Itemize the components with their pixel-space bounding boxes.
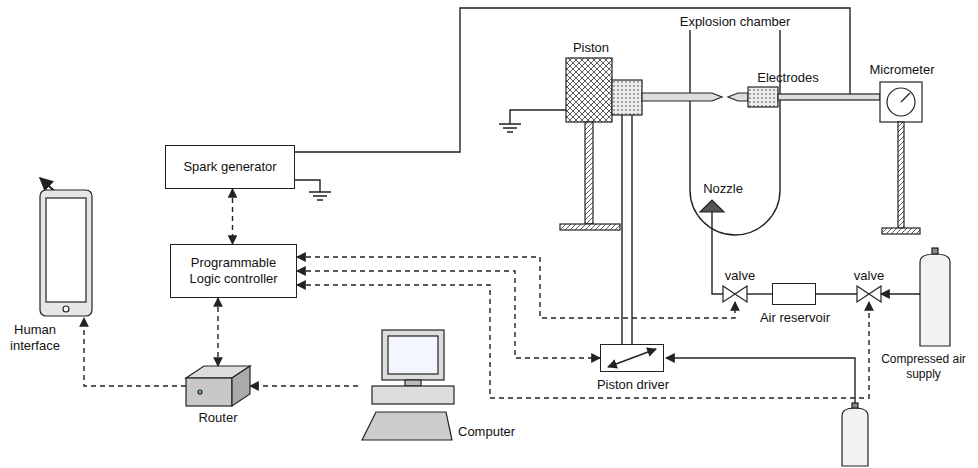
- air-line: [816, 293, 857, 294]
- signal-line: [297, 285, 869, 398]
- gas-cylinder: [842, 408, 868, 466]
- cylinder-neck: [852, 403, 858, 408]
- tablet-button: [63, 306, 69, 312]
- monitor: [382, 330, 444, 380]
- monitor-stand: [405, 380, 421, 386]
- node-label: Spark generator: [183, 159, 276, 175]
- air-line: [881, 293, 920, 294]
- part-label: Nozzle: [700, 181, 746, 197]
- valve-node: valve: [723, 286, 747, 302]
- explosion-chamber: [690, 30, 780, 235]
- part-label: Piston: [565, 40, 617, 56]
- signal-line: [297, 257, 735, 318]
- cylinder-neck: [932, 248, 938, 254]
- node-label: Piston driver: [583, 377, 683, 393]
- stand-base: [882, 228, 920, 234]
- node-label: Router: [188, 410, 248, 426]
- cylinder-node: Compressed air supply: [920, 248, 950, 346]
- electrode-holder: [748, 87, 778, 107]
- air-line: [747, 293, 772, 294]
- electrode-rod: [778, 94, 880, 100]
- driver-symbol: [608, 349, 656, 367]
- piston-drive-line: [621, 115, 622, 344]
- node-label: Air reservoir: [745, 310, 845, 326]
- computer-case: [372, 386, 454, 404]
- nozzle-pipe: [712, 212, 723, 294]
- signal-line: [250, 385, 358, 386]
- tablet: [40, 190, 92, 316]
- node-label: Human interface: [2, 322, 68, 355]
- ground-symbol: [499, 124, 521, 132]
- node-label: Programmable Logic controller: [179, 255, 288, 288]
- nozzle: [700, 200, 724, 212]
- router-node: Router: [186, 366, 250, 406]
- ground-wire: [295, 180, 320, 192]
- piston: [566, 58, 612, 122]
- driver-box: Piston driver: [600, 344, 664, 372]
- computer-node: Computer: [358, 328, 452, 442]
- electrode-holder: [612, 80, 642, 115]
- keyboard: [362, 412, 452, 440]
- piston-stand: [585, 122, 593, 224]
- signal-line: [232, 189, 233, 244]
- monitor-screen: [388, 336, 438, 374]
- part-label: Explosion chamber: [670, 14, 800, 30]
- signal-line: [297, 271, 600, 358]
- tablet-screen: [46, 198, 86, 302]
- micrometer-stand: [898, 122, 904, 228]
- signal-line: [217, 298, 218, 366]
- valve-symbol: [857, 286, 869, 302]
- router: [186, 378, 232, 406]
- piston-drive-line: [631, 115, 632, 344]
- spark-wire: [295, 8, 850, 152]
- valve-symbol: [735, 286, 747, 302]
- micrometer: [880, 82, 922, 122]
- electrode: [642, 93, 722, 101]
- part-label: Electrodes: [750, 70, 826, 86]
- router: [232, 366, 250, 406]
- controller-box: Programmable Logic controller: [170, 244, 297, 298]
- signal-line: [84, 318, 186, 386]
- ground-symbol: [309, 192, 331, 200]
- valve-symbol: [723, 286, 735, 302]
- node-label: Computer: [458, 424, 530, 440]
- ground-wire: [510, 110, 566, 124]
- stand-base: [560, 224, 620, 230]
- valve-symbol: [869, 286, 881, 302]
- node-label: Compressed air supply: [876, 352, 971, 382]
- part-label: Micrometer: [862, 62, 942, 78]
- micrometer-dial: [887, 88, 915, 116]
- valve-node: valve: [857, 286, 881, 302]
- controller-box: Spark generator: [165, 145, 295, 189]
- air-line: [666, 358, 855, 403]
- micrometer-needle: [901, 93, 910, 102]
- tablet-node: Human interface: [38, 188, 94, 318]
- node-label: valve: [715, 268, 765, 284]
- electrode: [728, 93, 748, 101]
- reservoir-box: Air reservoir: [772, 283, 816, 305]
- router-light: [198, 390, 202, 394]
- gas-cylinder: [920, 254, 950, 346]
- node-label: valve: [844, 268, 894, 284]
